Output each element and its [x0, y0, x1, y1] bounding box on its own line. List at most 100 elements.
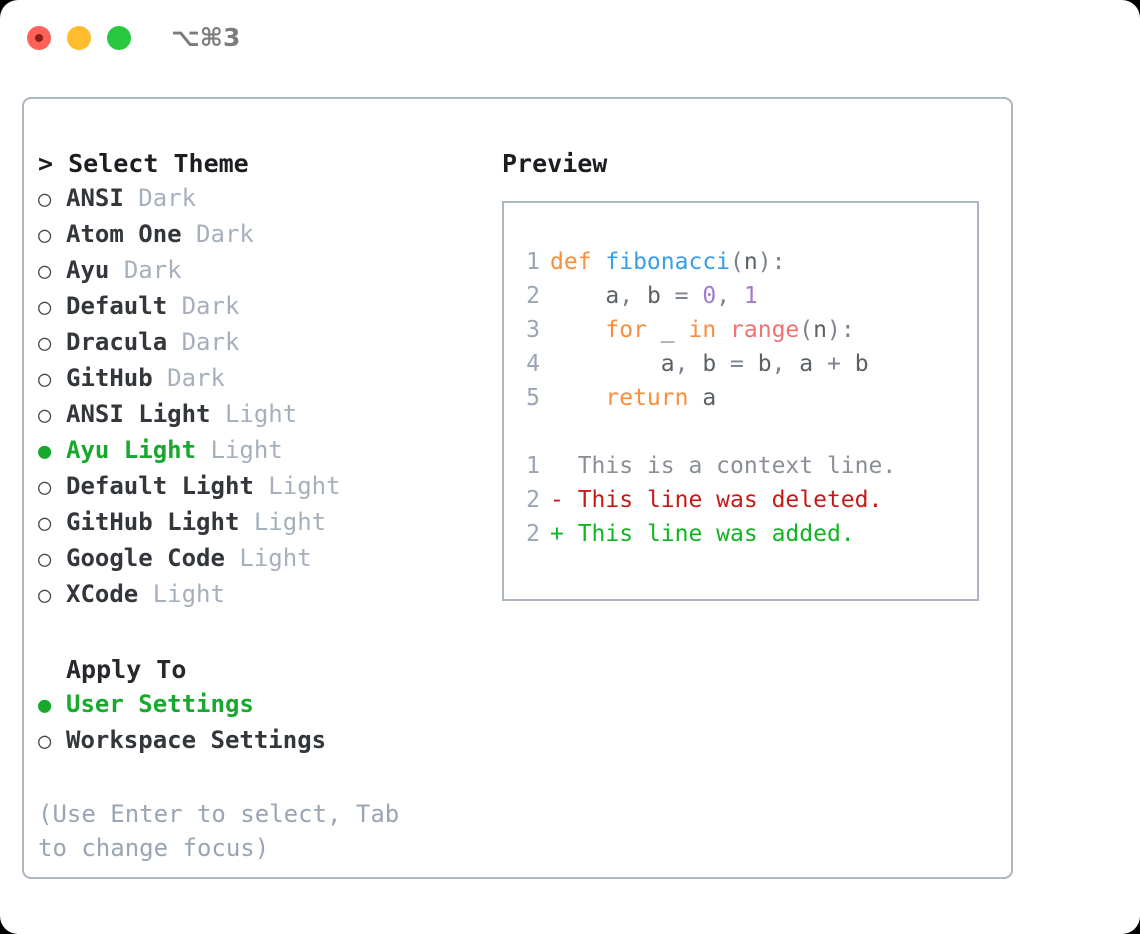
theme-option-list: ○ANSI Dark○Atom One Dark○Ayu Dark○Defaul…	[38, 181, 478, 613]
diff-line-number: 2	[526, 521, 540, 547]
code-token-var: a	[550, 351, 675, 377]
apply-to-option-label: User Settings	[66, 690, 254, 718]
label-spacer	[138, 577, 152, 611]
theme-option-label: Atom One	[66, 220, 182, 248]
theme-option-label: ANSI Light	[66, 400, 211, 428]
radio-unselected-icon: ○	[38, 547, 52, 572]
diff-sign	[550, 453, 564, 479]
close-window-button[interactable]	[27, 26, 51, 50]
diff-sign: +	[550, 521, 564, 547]
code-token-kw: def	[550, 249, 606, 275]
diff-line-number: 1	[526, 453, 540, 479]
code-line: 3 for _ in range(n):	[504, 313, 977, 347]
code-token-var: b	[646, 283, 661, 309]
theme-option-github-light[interactable]: ○GitHub Light Light	[38, 505, 478, 541]
code-token-var: a	[550, 283, 620, 309]
theme-option-google-code[interactable]: ○Google Code Light	[38, 541, 478, 577]
radio-unselected-icon: ○	[38, 331, 52, 356]
diff-sign: -	[550, 487, 564, 513]
line-number: 5	[526, 385, 540, 411]
label-spacer	[153, 361, 167, 395]
code-token-pun	[716, 317, 730, 343]
theme-variant-tag: Dark	[138, 184, 197, 212]
radio-selected-icon: ●	[38, 693, 52, 718]
code-token-pun	[688, 385, 702, 411]
theme-option-dracula[interactable]: ○Dracula Dark	[38, 325, 478, 361]
theme-option-ansi-light[interactable]: ○ANSI Light Light	[38, 397, 478, 433]
code-line: 4 a, b = b, a + b	[504, 347, 977, 381]
theme-option-label: XCode	[66, 580, 139, 608]
theme-option-ansi[interactable]: ○ANSI Dark	[38, 181, 478, 217]
diff-text: This is a context line.	[563, 453, 897, 479]
code-token-pun: ,	[619, 283, 647, 309]
theme-option-github[interactable]: ○GitHub Dark	[38, 361, 478, 397]
diff-line: 2- This line was deleted.	[504, 483, 977, 517]
diff-text: This line was deleted.	[563, 487, 883, 513]
theme-option-xcode[interactable]: ○XCode Light	[38, 577, 478, 613]
code-token-var: b	[702, 351, 717, 377]
code-token-pun	[550, 317, 605, 343]
theme-variant-tag: Light	[239, 544, 312, 572]
maximize-window-button[interactable]	[107, 26, 131, 50]
theme-variant-tag: Light	[210, 436, 283, 464]
code-token-pun: =	[660, 283, 703, 309]
theme-option-atom-one[interactable]: ○Atom One Dark	[38, 217, 478, 253]
label-spacer	[167, 289, 181, 323]
code-token-pun: ):	[757, 249, 786, 275]
label-spacer	[167, 325, 181, 359]
code-token-var: a	[799, 351, 814, 377]
theme-option-label: Default Light	[66, 472, 254, 500]
theme-option-default[interactable]: ○Default Dark	[38, 289, 478, 325]
code-token-pun	[550, 385, 605, 411]
radio-unselected-icon: ○	[38, 187, 52, 212]
code-token-num: 0	[702, 283, 717, 309]
theme-option-ayu[interactable]: ○ Ayu Dark	[38, 253, 478, 289]
theme-variant-tag: Light	[268, 472, 341, 500]
line-number: 4	[526, 351, 540, 377]
theme-variant-tag: Dark	[181, 292, 240, 320]
theme-variant-tag: Dark	[167, 364, 225, 392]
code-token-pun: ):	[827, 317, 855, 343]
radio-unselected-icon: ○	[38, 511, 52, 536]
radio-unselected-icon: ○	[38, 223, 52, 248]
diff-line-number: 2	[526, 487, 540, 513]
code-token-pun: ,	[674, 351, 703, 377]
apply-to-option-list: ● User Settings ○Workspace Settings	[38, 687, 478, 759]
radio-unselected-icon: ○	[38, 583, 52, 608]
code-spacer	[504, 415, 977, 449]
theme-variant-tag: Light	[253, 508, 327, 536]
apply-to-section: Apply To ●User Settings○Workspace Settin…	[38, 653, 478, 759]
theme-option-default-light[interactable]: ○Default Light Light	[38, 469, 478, 505]
theme-option-label: Default	[66, 292, 168, 320]
radio-unselected-icon: ○	[38, 403, 52, 428]
keyboard-shortcut-label: ⌥⌘3	[171, 23, 241, 52]
label-spacer	[239, 505, 253, 539]
apply-to-option-workspace-settings[interactable]: ○Workspace Settings	[38, 723, 478, 759]
theme-option-ayu-light[interactable]: ●Ayu Light Light	[38, 433, 478, 469]
code-token-var: n	[813, 317, 828, 343]
code-token-num: 1	[743, 283, 758, 309]
select-theme-header: > Select Theme	[38, 149, 249, 178]
theme-option-label: Ayu Light	[66, 436, 197, 464]
radio-unselected-icon: ○	[38, 729, 52, 754]
code-token-var: a	[702, 385, 717, 411]
code-token-pun: ,	[771, 351, 800, 377]
radio-unselected-icon: ○	[38, 367, 52, 392]
code-token-kw: return	[605, 385, 689, 411]
code-token-pun: =	[716, 351, 758, 377]
preview-header: Preview	[502, 149, 608, 178]
diff-line: 2 + This line was added.	[504, 517, 977, 551]
diff-text: This line was added.	[563, 521, 855, 547]
theme-picker-panel: > Select Theme ○ANSI Dark○Atom One Dark○…	[22, 97, 1013, 879]
theme-variant-tag: Dark	[123, 256, 182, 284]
minimize-window-button[interactable]	[67, 26, 91, 50]
apply-to-option-user-settings[interactable]: ● User Settings	[38, 687, 478, 723]
theme-option-label: Ayu	[66, 256, 110, 284]
radio-unselected-icon: ○	[38, 259, 52, 284]
code-token-kw: in	[688, 317, 717, 343]
code-line: 2 a, b = 0, 1	[504, 279, 977, 313]
